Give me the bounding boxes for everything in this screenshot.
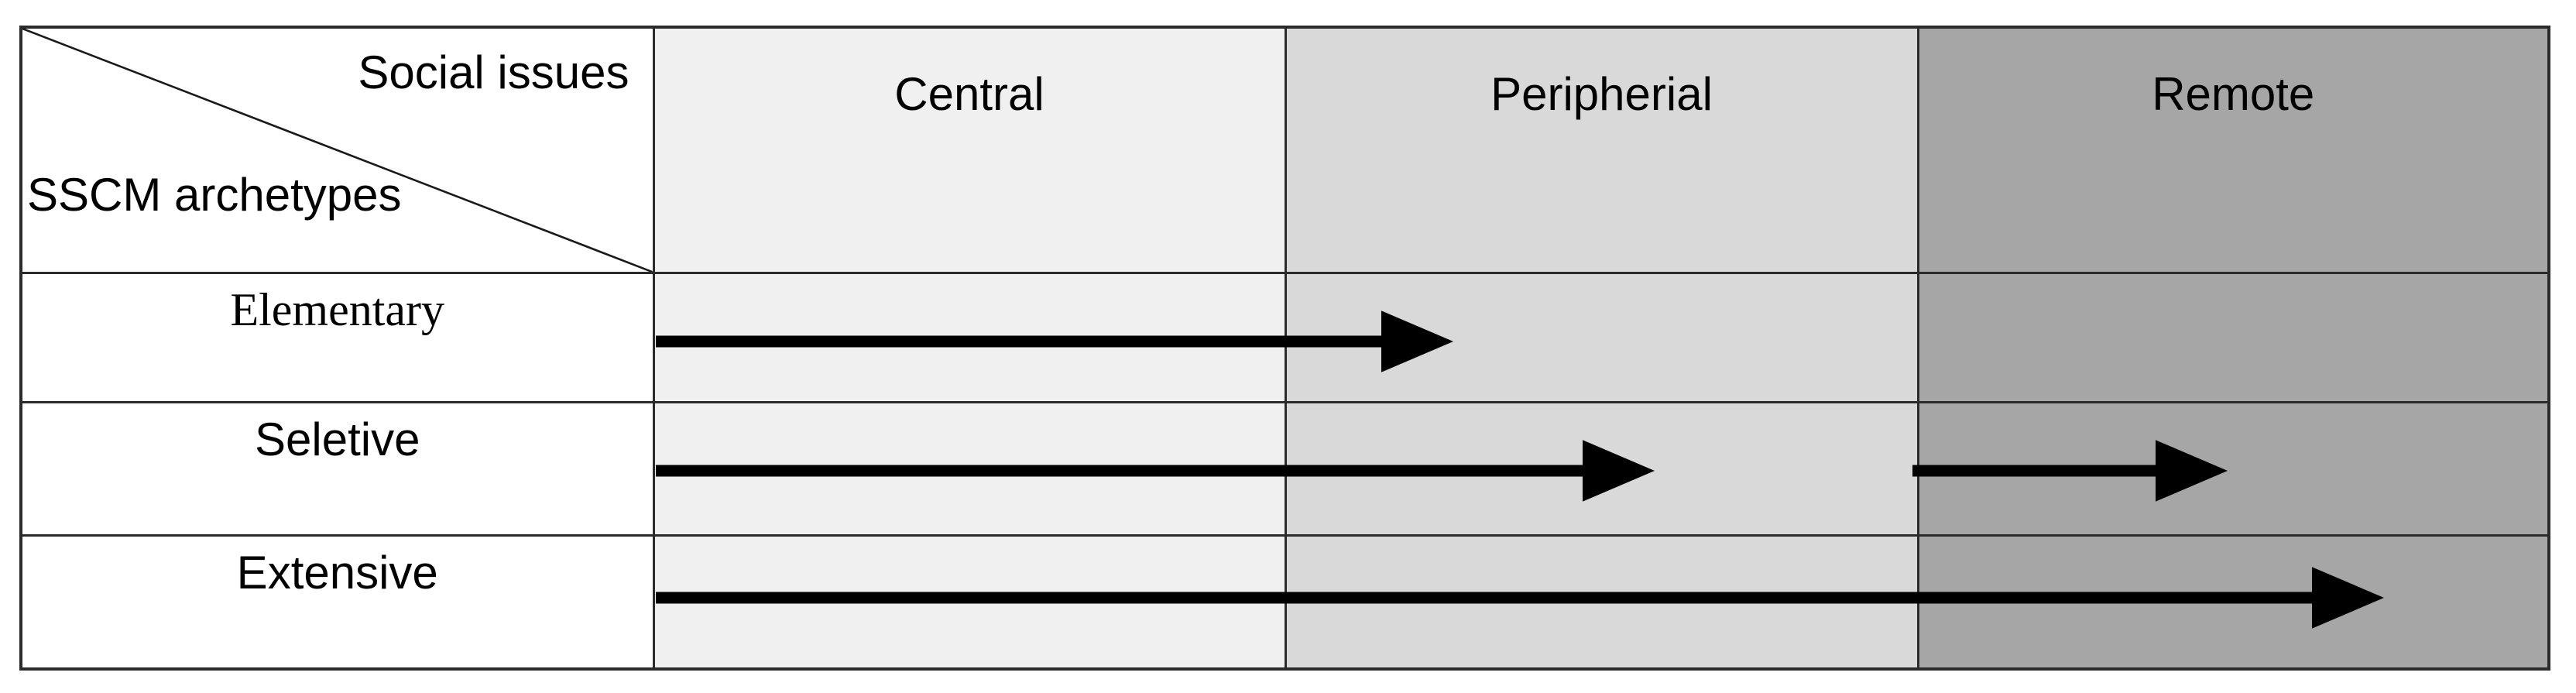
row-label-extensive: Extensive	[19, 534, 655, 671]
cell-extensive-central	[652, 534, 1287, 671]
matrix-table: Social issues SSCM archetypes Central Pe…	[19, 26, 2550, 671]
row-label-selective-text: Seletive	[255, 413, 420, 466]
matrix-row-selective: Seletive	[19, 401, 2550, 537]
cell-selective-remote	[1916, 401, 2550, 537]
row-axis-label: SSCM archetypes	[27, 169, 402, 221]
matrix-row-elementary: Elementary	[19, 272, 2550, 404]
column-header-central: Central	[652, 26, 1287, 275]
column-header-remote: Remote	[1916, 26, 2550, 275]
column-header-peripherial: Peripherial	[1284, 26, 1919, 275]
cell-extensive-remote	[1916, 534, 2550, 671]
row-label-selective: Seletive	[19, 401, 655, 537]
column-header-peripherial-label: Peripherial	[1490, 68, 1713, 120]
matrix-header-row: Social issues SSCM archetypes Central Pe…	[19, 26, 2550, 275]
column-header-central-label: Central	[894, 68, 1044, 120]
cell-selective-central	[652, 401, 1287, 537]
cell-selective-peripherial	[1284, 401, 1919, 537]
column-header-remote-label: Remote	[2152, 68, 2315, 120]
row-label-elementary-text: Elementary	[230, 284, 445, 336]
cell-elementary-peripherial	[1284, 272, 1919, 404]
row-label-elementary: Elementary	[19, 272, 655, 404]
matrix-row-extensive: Extensive	[19, 534, 2550, 671]
row-label-extensive-text: Extensive	[236, 547, 438, 599]
cell-elementary-central	[652, 272, 1287, 404]
cell-extensive-peripherial	[1284, 534, 1919, 671]
cell-elementary-remote	[1916, 272, 2550, 404]
matrix-corner-cell: Social issues SSCM archetypes	[19, 26, 655, 275]
column-axis-label: Social issues	[358, 46, 629, 98]
